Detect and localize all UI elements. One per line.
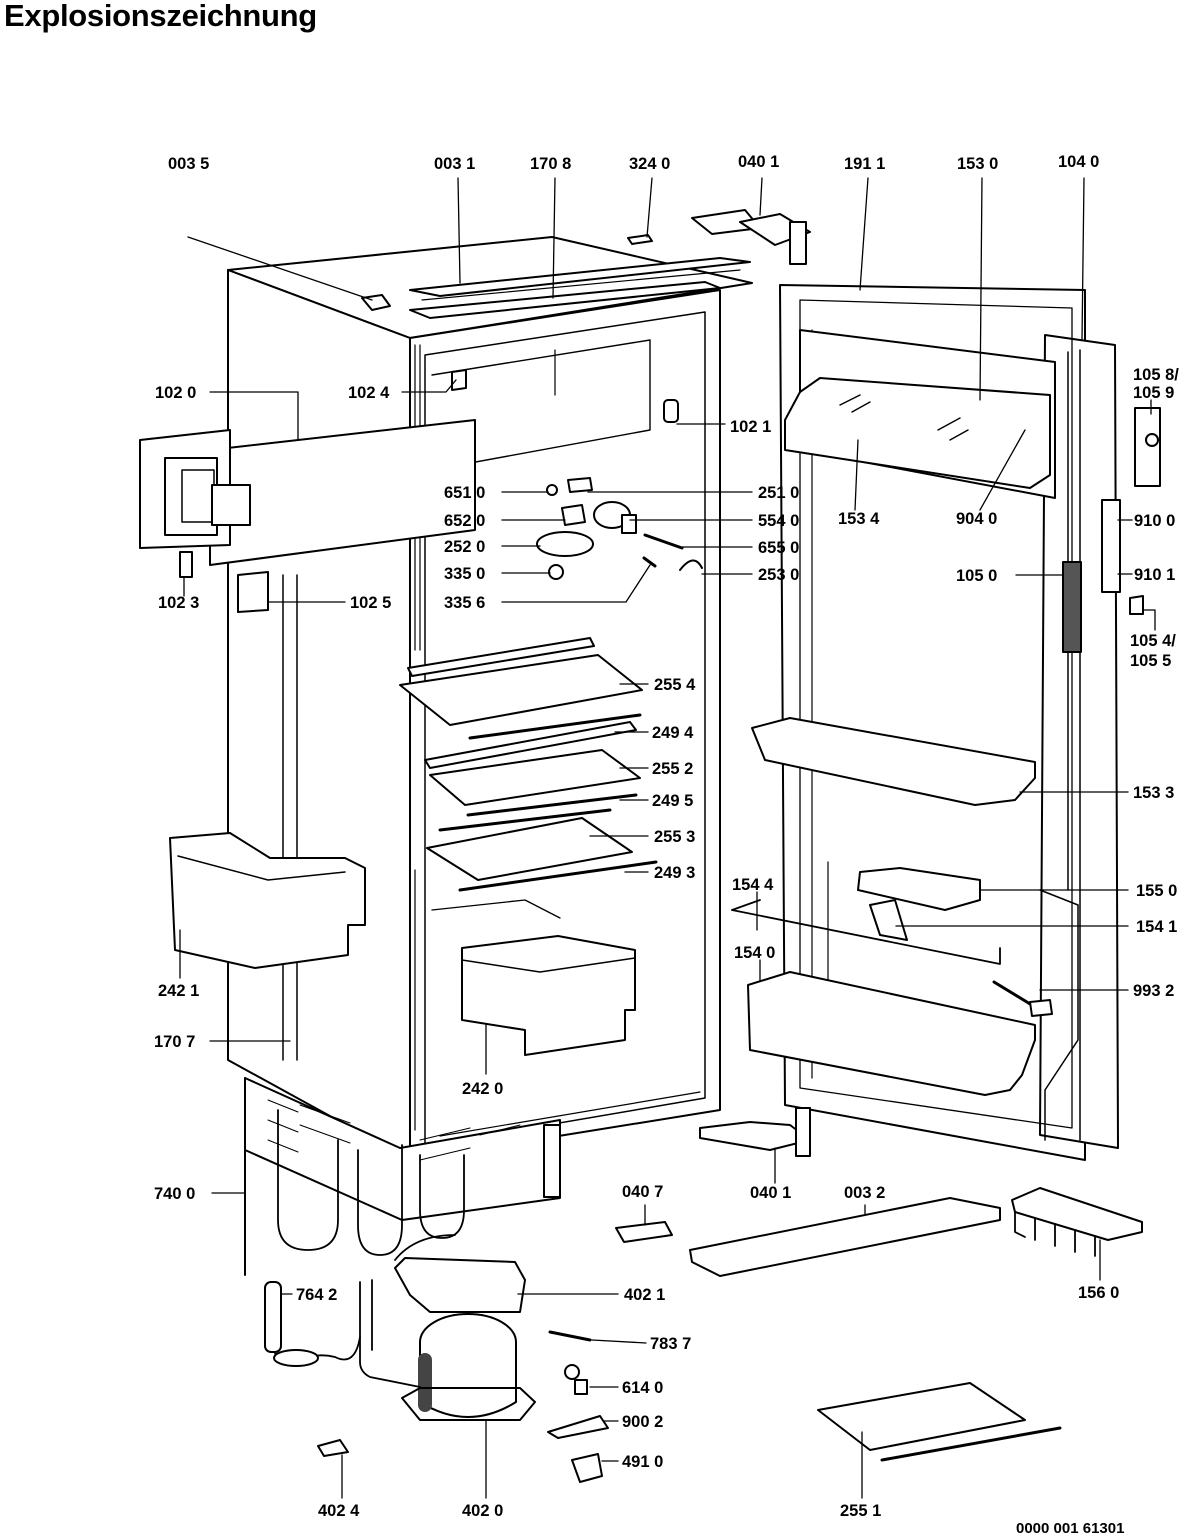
part-label: 652 0: [444, 512, 485, 530]
part-label: 249 5: [652, 792, 693, 810]
part-label: 655 0: [758, 539, 799, 557]
part-label: 003 5: [168, 155, 209, 173]
part-label: 251 0: [758, 484, 799, 502]
part-label: 102 5: [350, 594, 391, 612]
top-frame-parts: [361, 234, 751, 319]
part-label: 170 8: [530, 155, 571, 173]
part-label: 402 0: [462, 1502, 503, 1520]
part-label: 249 3: [654, 864, 695, 882]
part-label: 900 2: [622, 1413, 663, 1431]
part-label: 491 0: [622, 1453, 663, 1471]
part-label: 910 0: [1134, 512, 1175, 530]
crisper-drawers: [169, 832, 636, 1056]
part-label: 242 1: [158, 982, 199, 1000]
part-label: 764 2: [296, 1286, 337, 1304]
part-label: 554 0: [758, 512, 799, 530]
part-label: 156 0: [1078, 1284, 1119, 1302]
part-label: 003 2: [844, 1184, 885, 1202]
small-electrical-parts: [317, 1221, 673, 1483]
part-label: 402 1: [624, 1286, 665, 1304]
part-label: 910 1: [1134, 566, 1175, 584]
part-label: 614 0: [622, 1379, 663, 1397]
part-label: 102 1: [730, 418, 771, 436]
shelves: [399, 637, 658, 892]
part-label: 155 0: [1136, 882, 1177, 900]
part-label: 102 4: [348, 384, 390, 402]
part-label: 153 4: [838, 510, 880, 528]
part-label: 003 1: [434, 155, 475, 173]
part-label: 104 0: [1058, 153, 1099, 171]
compressor: [264, 1234, 536, 1421]
bottom-parts: [689, 1107, 1143, 1462]
part-label: 040 1: [738, 153, 779, 171]
part-label: 255 3: [654, 828, 695, 846]
part-label: 191 1: [844, 155, 885, 173]
door: [779, 284, 1119, 1161]
part-label: 105 8/: [1133, 366, 1179, 384]
part-label: 102 3: [158, 594, 199, 612]
part-label: 255 1: [840, 1502, 881, 1520]
part-label: 402 4: [318, 1502, 360, 1520]
part-label: 904 0: [956, 510, 997, 528]
part-label: 102 0: [155, 384, 196, 402]
page-title: Explosionszeichnung: [4, 0, 317, 33]
door-hinge-parts: [1101, 407, 1161, 615]
part-label: 252 0: [444, 538, 485, 556]
part-label: 253 0: [758, 566, 799, 584]
part-label: 324 0: [629, 155, 670, 173]
part-label: 242 0: [462, 1080, 503, 1098]
part-label: 105 5: [1130, 652, 1171, 670]
part-label: 040 7: [622, 1183, 663, 1201]
part-label: 154 1: [1136, 918, 1177, 936]
part-label: 153 3: [1133, 784, 1174, 802]
part-labels: 003 5 003 1 170 8 324 0 040 1 191 1 153 …: [154, 153, 1179, 1520]
part-label: 105 4/: [1130, 632, 1176, 650]
part-label: 740 0: [154, 1185, 195, 1203]
part-label: 335 6: [444, 594, 485, 612]
part-label: 255 2: [652, 760, 693, 778]
part-label: 255 4: [654, 676, 696, 694]
thermostat-parts: [536, 477, 703, 580]
part-label: 783 7: [650, 1335, 691, 1353]
part-label: 153 0: [957, 155, 998, 173]
part-label: 651 0: [444, 484, 485, 502]
part-label: 040 1: [750, 1184, 791, 1202]
part-label: 249 4: [652, 724, 694, 742]
top-hinge: [691, 209, 811, 265]
part-label: 154 4: [732, 876, 774, 894]
leader-lines: [179, 177, 1156, 1499]
part-label: 170 7: [154, 1033, 195, 1051]
part-label: 105 0: [956, 567, 997, 585]
door-compartments: [731, 329, 1082, 1096]
part-label: 993 2: [1133, 982, 1174, 1000]
part-label: 154 0: [734, 944, 775, 962]
condenser: [244, 1077, 561, 1276]
document-number: 0000 001 61301: [1016, 1520, 1125, 1537]
part-label: 335 0: [444, 565, 485, 583]
part-label: 105 9: [1133, 384, 1174, 402]
control-panel-cover: [139, 369, 679, 1061]
